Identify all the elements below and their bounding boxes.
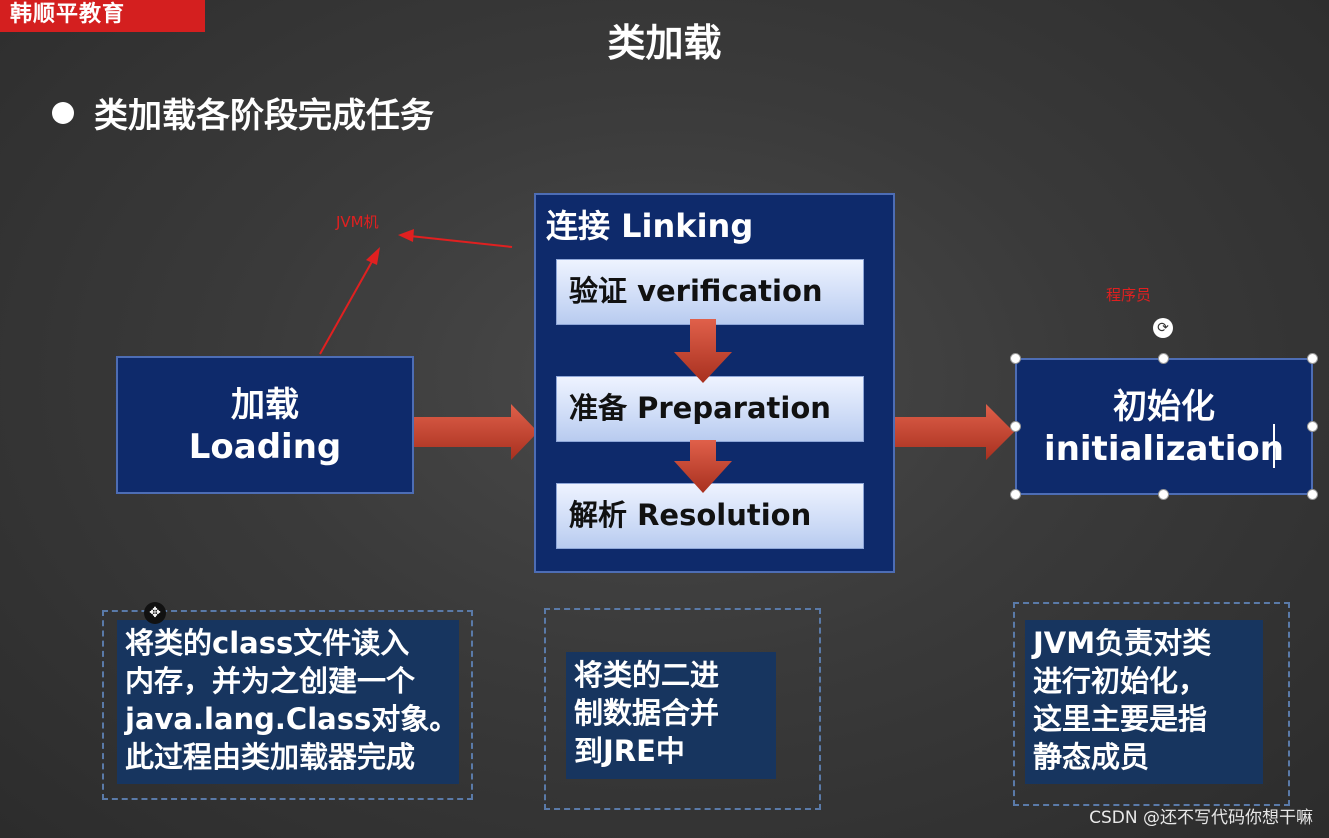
resize-handle-n[interactable] [1158, 353, 1169, 364]
brand-logo: 韩顺平教育 [0, 0, 205, 32]
bullet-icon [52, 101, 74, 124]
bullet-text: 类加载各阶段完成任务 [94, 96, 434, 136]
verification-step: 验证 verification [556, 259, 864, 325]
slide-title: 类加载 [607, 21, 722, 65]
rotate-handle-icon[interactable]: ⟳ [1153, 318, 1173, 338]
resize-handle-w[interactable] [1010, 421, 1021, 432]
flow-arrow-loading-linking [414, 404, 538, 460]
move-cursor-icon: ✥ [144, 602, 166, 624]
annotation-arrowhead-1 [366, 247, 380, 265]
preparation-step: 准备 Preparation [556, 376, 864, 442]
initialization-stage[interactable]: 初始化 initialization [1015, 358, 1313, 495]
flow-arrow-linking-init [895, 404, 1014, 460]
resize-handle-e[interactable] [1307, 421, 1318, 432]
programmer-annotation: 程序员 [1106, 286, 1152, 304]
desc-line: 静态成员 [1033, 740, 1150, 774]
resize-handle-se[interactable] [1307, 489, 1318, 500]
text-caret [1273, 424, 1275, 468]
resolution-step: 解析 Resolution [556, 483, 864, 549]
desc-line: 将类的class文件读入 [125, 626, 410, 660]
annotation-arrowhead-2 [398, 229, 414, 242]
loading-title-en: Loading [188, 427, 342, 467]
resize-handle-ne[interactable] [1307, 353, 1318, 364]
init-title-cn: 初始化 [1113, 387, 1215, 427]
annotation-arrow-1 [319, 257, 375, 355]
desc-line: 这里主要是指 [1033, 702, 1208, 736]
annotation-arrow-2 [409, 235, 513, 248]
jvm-annotation: JVM机 [336, 213, 379, 231]
desc-line: 将类的二进 [574, 658, 720, 692]
desc-line: 内存，并为之创建一个 [125, 664, 416, 698]
desc-line: 此过程由类加载器完成 [125, 740, 416, 774]
desc-line: java.lang.Class对象。 [125, 702, 459, 736]
resize-handle-nw[interactable] [1010, 353, 1021, 364]
linking-desc-frame [544, 608, 821, 810]
init-desc-frame [1013, 602, 1290, 806]
desc-line: 制数据合并 [574, 696, 720, 730]
watermark: CSDN @还不写代码你想干嘛 [1089, 808, 1313, 828]
resize-handle-sw[interactable] [1010, 489, 1021, 500]
resize-handle-s[interactable] [1158, 489, 1169, 500]
desc-line: 到JRE中 [574, 734, 685, 768]
bullet-point: 类加载各阶段完成任务 [52, 88, 434, 137]
desc-line: JVM负责对类 [1033, 626, 1212, 660]
linking-title: 连接 Linking [546, 207, 754, 245]
loading-stage: 加载 Loading [116, 356, 414, 494]
linking-stage: 连接 Linking 验证 verification 准备 Preparatio… [534, 193, 895, 573]
loading-description: 将类的class文件读入 内存，并为之创建一个 java.lang.Class对… [117, 620, 459, 784]
init-title-en: initialization [1044, 429, 1284, 469]
loading-title-cn: 加载 [231, 385, 299, 425]
desc-line: 进行初始化， [1033, 664, 1208, 698]
init-description: JVM负责对类 进行初始化， 这里主要是指 静态成员 [1025, 620, 1263, 784]
loading-desc-frame [102, 610, 473, 800]
linking-description: 将类的二进 制数据合并 到JRE中 [566, 652, 776, 779]
